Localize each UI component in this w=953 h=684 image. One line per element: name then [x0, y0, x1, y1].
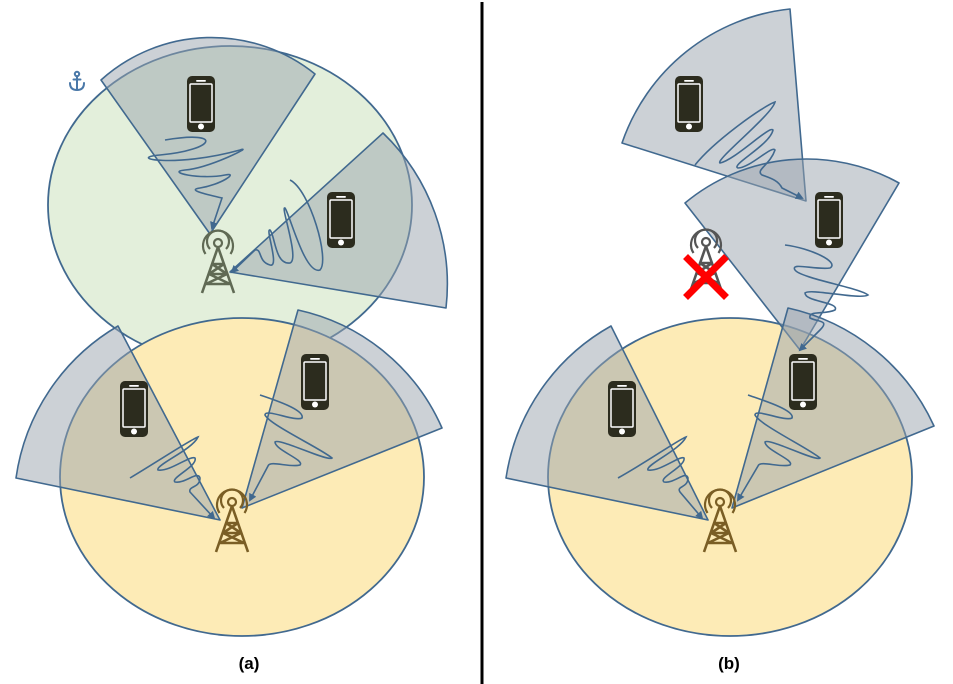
panel-b: (b)	[505, 8, 935, 673]
beam-sector-b-lower-1	[505, 325, 709, 521]
panel-b-caption: (b)	[718, 654, 740, 673]
anchor-icon	[69, 70, 85, 92]
x-mark-icon	[683, 254, 729, 300]
beam-sector-b-lower-2	[731, 307, 935, 509]
beam-sector-b-upper-2	[684, 158, 900, 351]
smartphone-icon	[674, 75, 704, 133]
smartphone-icon	[186, 75, 216, 133]
signal-wave-a4	[249, 394, 334, 502]
beam-sector-lower-1	[15, 325, 221, 521]
panel-a: (a)	[15, 36, 449, 673]
signal-wave-a1	[147, 136, 244, 230]
smartphone-icon	[814, 191, 844, 249]
smartphone-icon	[119, 380, 149, 438]
smartphone-icon	[788, 353, 818, 411]
smartphone-icon	[300, 353, 330, 411]
signal-wave-a3	[129, 435, 216, 520]
beam-sector-lower-2	[241, 309, 443, 509]
signal-wave-b2	[784, 244, 870, 352]
cell-tower-icon	[688, 228, 724, 294]
signal-wave-b1	[694, 100, 804, 199]
beam-sector-b-upper-1	[621, 8, 807, 202]
smartphone-icon	[326, 191, 356, 249]
signal-wave-b4	[736, 394, 822, 502]
smartphone-icon	[607, 380, 637, 438]
beam-sector-upper-1	[100, 36, 316, 235]
signal-wave-b3	[617, 435, 704, 520]
signal-wave-a2	[230, 179, 324, 274]
panel-a-caption: (a)	[239, 654, 260, 673]
